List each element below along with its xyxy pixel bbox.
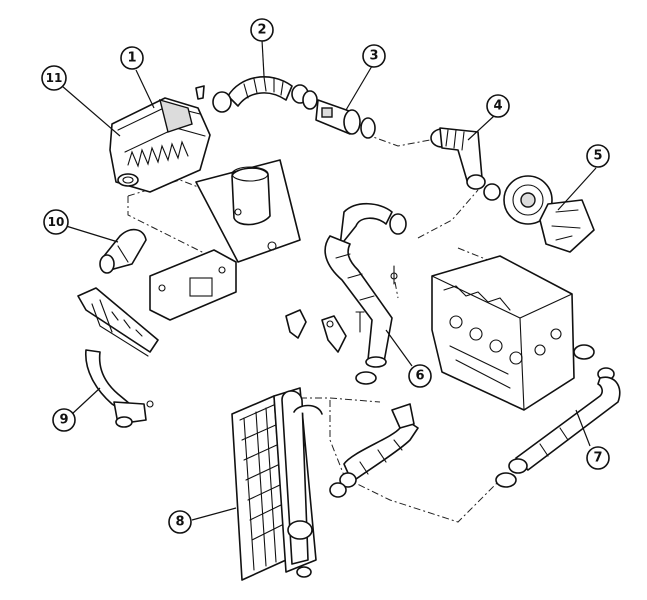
callout-label: 5 (593, 149, 602, 164)
callout-label: 3 (369, 49, 378, 64)
bent-pipe (85, 349, 154, 428)
callout-label: 9 (59, 413, 68, 428)
callout-2: 2 (250, 18, 274, 42)
small-brackets (285, 309, 365, 353)
callout-1: 1 (120, 46, 144, 70)
small-elbow-hose (99, 228, 147, 274)
callout-label: 7 (593, 451, 602, 466)
outlet-hose (495, 367, 621, 488)
support-frame (77, 287, 159, 357)
callout-6: 6 (408, 364, 432, 388)
middle-intercooler-hose (329, 403, 419, 498)
callout-label: 10 (48, 215, 65, 229)
callout-label: 4 (493, 99, 502, 114)
long-intercooler-hose (324, 202, 407, 385)
air-flow-meter (302, 90, 376, 139)
callout-4: 4 (486, 94, 510, 118)
callout-9: 9 (52, 408, 76, 432)
callout-3: 3 (362, 44, 386, 68)
callout-label: 1 (127, 51, 136, 66)
callout-label: 8 (175, 515, 184, 530)
callout-11: 11 (41, 65, 67, 91)
turbocharger (503, 175, 595, 253)
mounting-plate (149, 249, 237, 321)
heat-shield-bracket (195, 159, 301, 263)
callout-label: 11 (46, 71, 63, 85)
callout-5: 5 (586, 144, 610, 168)
callout-label: 2 (257, 23, 266, 38)
air-filter-housing (109, 85, 211, 193)
callout-7: 7 (586, 446, 610, 470)
inlet-hose (212, 76, 309, 113)
intercooler (231, 387, 323, 581)
leader-lines (61, 39, 597, 521)
cylinder-head (431, 255, 595, 411)
turbo-inlet-elbow (430, 127, 501, 201)
callout-8: 8 (168, 510, 192, 534)
callout-10: 10 (43, 209, 69, 235)
callout-label: 6 (415, 369, 424, 384)
